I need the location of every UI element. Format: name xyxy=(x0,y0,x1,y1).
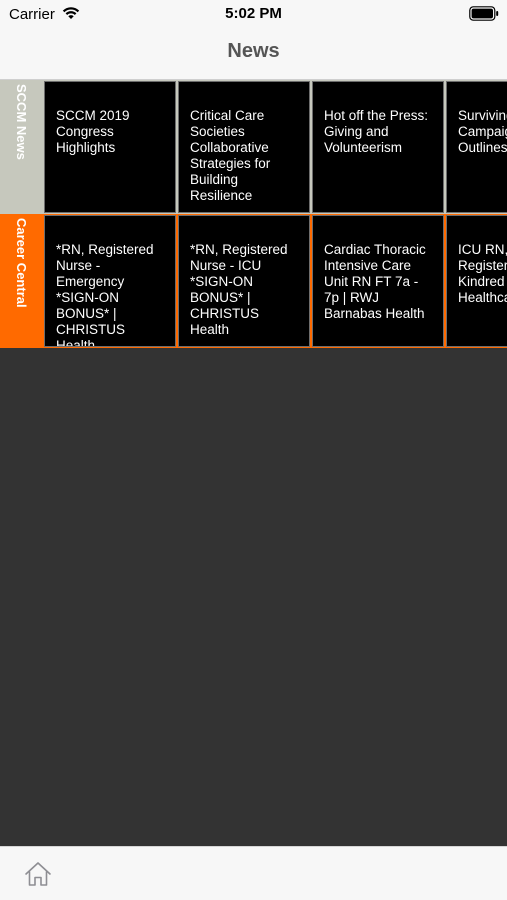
status-bar: Carrier 5:02 PM xyxy=(0,0,507,28)
row-career-central: Career Central *RN, Registered Nurse - E… xyxy=(0,214,507,348)
job-card[interactable]: *RN, Registered Nurse - Emergency *SIGN-… xyxy=(44,215,176,347)
job-card[interactable]: *RN, Registered Nurse - ICU *SIGN-ON BON… xyxy=(178,215,310,347)
news-card[interactable]: Hot off the Press: Giving and Volunteeri… xyxy=(312,81,444,213)
wifi-icon xyxy=(62,7,80,19)
tab-bar xyxy=(0,846,507,900)
page-title: News xyxy=(227,40,280,62)
news-card[interactable]: Critical Care Societies Collaborative St… xyxy=(178,81,310,213)
row-sccm-news: SCCM News SCCM 2019 Congress Highlights … xyxy=(0,80,507,214)
row-label-text: Career Central xyxy=(14,218,29,308)
row-label-sccm-news: SCCM News xyxy=(0,80,44,214)
job-card[interactable]: ICU RN, Registered | Kindred Healthcare xyxy=(446,215,507,347)
job-card[interactable]: Cardiac Thoracic Intensive Care Unit RN … xyxy=(312,215,444,347)
navigation-bar: News xyxy=(0,28,507,80)
carrier-label: Carrier xyxy=(9,6,55,23)
home-icon[interactable] xyxy=(24,860,52,888)
news-grid[interactable]: SCCM News SCCM 2019 Congress Highlights … xyxy=(0,80,507,846)
clock: 5:02 PM xyxy=(225,5,282,22)
row-label-career-central: Career Central xyxy=(0,214,44,348)
news-card[interactable]: SCCM 2019 Congress Highlights xyxy=(44,81,176,213)
row-label-text: SCCM News xyxy=(14,84,29,160)
news-card[interactable]: Surviving Campaign Outlines Map for xyxy=(446,81,507,213)
battery-icon xyxy=(469,6,499,21)
